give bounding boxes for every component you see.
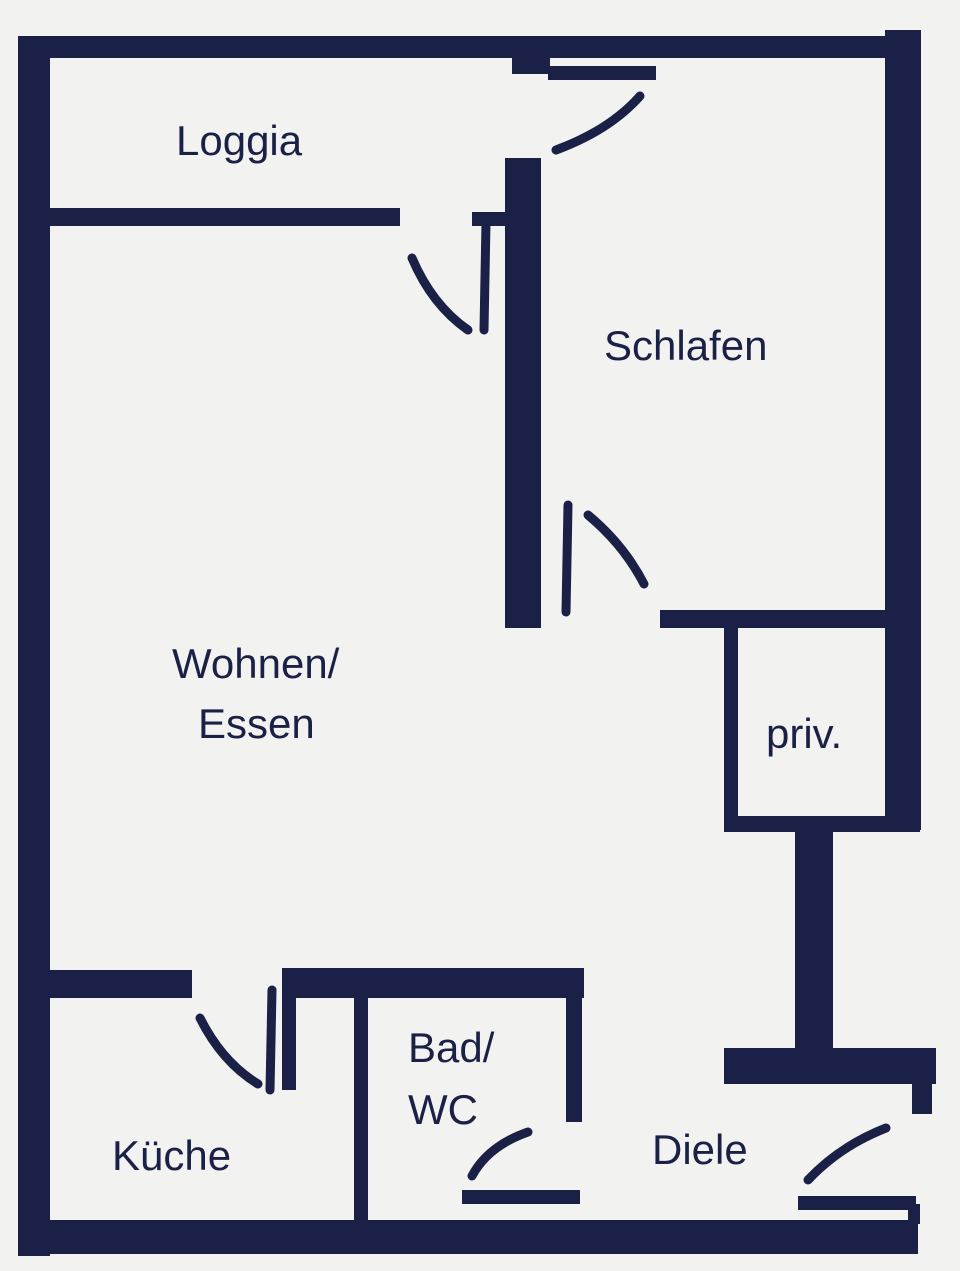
outer-walls (18, 30, 921, 1256)
wall-priv-bottom (724, 816, 920, 832)
room-label-wohnen: Wohnen/ (172, 640, 340, 687)
wall-loggia (40, 208, 400, 226)
door-kueche-leaf (265, 985, 277, 1095)
wall-left (18, 36, 50, 1256)
wall-top-stub (512, 50, 550, 74)
room-label-priv: priv. (766, 710, 842, 757)
wall-kueche-top (40, 970, 192, 998)
room-labels: Loggia Schlafen Wohnen/ Essen priv. Bad/… (112, 117, 842, 1179)
wall-entry-door-sill (798, 1196, 916, 1210)
door-bad-swing (467, 1127, 533, 1181)
wall-kueche-right (354, 990, 368, 1224)
wall-bad-top (282, 968, 584, 998)
room-label-loggia: Loggia (176, 117, 303, 164)
doors (195, 91, 891, 1185)
door-schlafen-swing (583, 510, 649, 589)
wall-bottom (18, 1220, 918, 1254)
room-label-bad: Bad/ (408, 1024, 495, 1071)
wall-top-door-jamb (548, 66, 656, 80)
door-kueche-swing (195, 1013, 263, 1089)
wall-bad-door-sill (462, 1190, 580, 1204)
door-entry-swing (803, 1123, 891, 1185)
wall-priv-left (724, 620, 738, 830)
wall-schlafen-left (505, 158, 541, 628)
wall-schlafen-bottom (660, 610, 900, 628)
interior-walls (40, 50, 936, 1224)
wall-diele-column (795, 830, 833, 1055)
wall-diele-top (724, 1048, 936, 1084)
door-schlafen-leaf (561, 500, 573, 617)
wall-diele-right-stub (912, 1078, 932, 1114)
wall-entry-right-stub (908, 1204, 920, 1224)
room-label-diele: Diele (652, 1126, 748, 1173)
wall-top (18, 36, 920, 58)
wall-loggia-door-jamb (472, 212, 510, 226)
room-label-kueche: Küche (112, 1132, 231, 1179)
door-loggia-swing (407, 253, 473, 335)
wall-bad-right (566, 980, 582, 1122)
wall-kueche-bad-divider (282, 968, 296, 1090)
door-top-swing (551, 91, 645, 155)
room-label-schlafen: Schlafen (604, 322, 767, 369)
room-label-essen: Essen (198, 700, 315, 747)
door-loggia-leaf (479, 217, 491, 335)
room-label-wc: WC (408, 1086, 478, 1133)
wall-right (885, 30, 921, 830)
